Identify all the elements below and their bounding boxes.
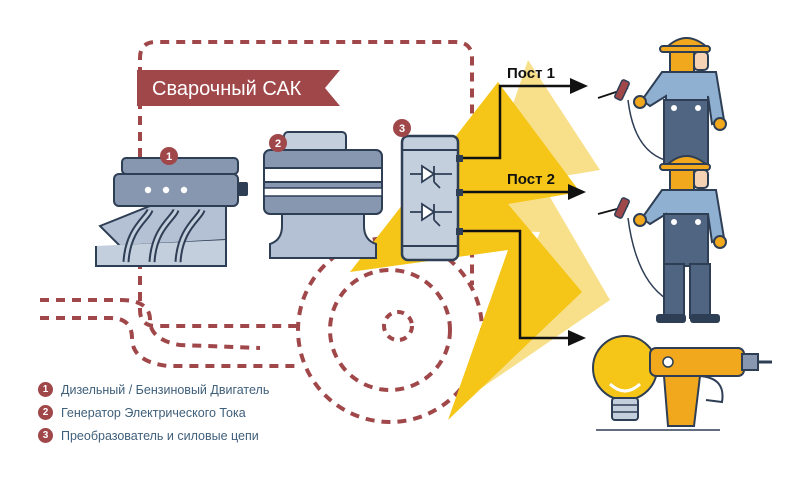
cable-tail-lower xyxy=(40,316,300,368)
legend-item-engine: 1 Дизельный / Бензиновый Двигатель xyxy=(38,378,269,401)
legend: 1 Дизельный / Бензиновый Двигатель 2 Ген… xyxy=(38,378,269,447)
post-2-label: Пост 2 xyxy=(507,171,555,188)
light-bulb-icon xyxy=(592,335,720,431)
badge-2-num: 2 xyxy=(275,138,281,150)
legend-badge-1: 1 xyxy=(38,382,53,397)
output-line-post-2 xyxy=(463,184,586,200)
cable-coil-mid xyxy=(328,268,452,392)
generator-icon xyxy=(263,131,383,259)
cable-tail xyxy=(40,298,261,350)
welder-1-icon xyxy=(597,37,727,165)
badge-1-num: 1 xyxy=(166,151,172,163)
converter-icon xyxy=(400,134,463,262)
welder-2-icon xyxy=(597,155,727,323)
badge-3: 3 xyxy=(393,119,411,137)
output-line-post-1 xyxy=(463,78,588,160)
unit-housing-outline xyxy=(138,40,474,285)
legend-text-generator: Генератор Электрического Тока xyxy=(61,405,246,420)
legend-text-engine: Дизельный / Бензиновый Двигатель xyxy=(61,382,270,397)
cable-coil-inner xyxy=(382,310,414,342)
badge-3-num: 3 xyxy=(399,123,405,135)
title-ribbon xyxy=(137,70,340,106)
thyristor-symbol-2 xyxy=(410,202,452,227)
post-1-label: Пост 1 xyxy=(507,65,555,82)
legend-badge-2: 2 xyxy=(38,405,53,420)
unit-housing-base xyxy=(138,100,300,328)
badge-2: 2 xyxy=(269,134,287,152)
lightning-bolt-front xyxy=(350,82,582,420)
thyristor-symbol-1 xyxy=(410,164,452,189)
engine-icon xyxy=(95,157,248,267)
title-text: Сварочный САК xyxy=(152,78,302,100)
legend-text-converter: Преобразователь и силовые цепи xyxy=(61,428,259,443)
legend-badge-3: 3 xyxy=(38,428,53,443)
legend-item-generator: 2 Генератор Электрического Тока xyxy=(38,401,269,424)
output-line-tools xyxy=(463,229,586,346)
badge-1: 1 xyxy=(160,147,178,165)
drill-icon xyxy=(649,347,772,427)
legend-item-converter: 3 Преобразователь и силовые цепи xyxy=(38,424,269,447)
